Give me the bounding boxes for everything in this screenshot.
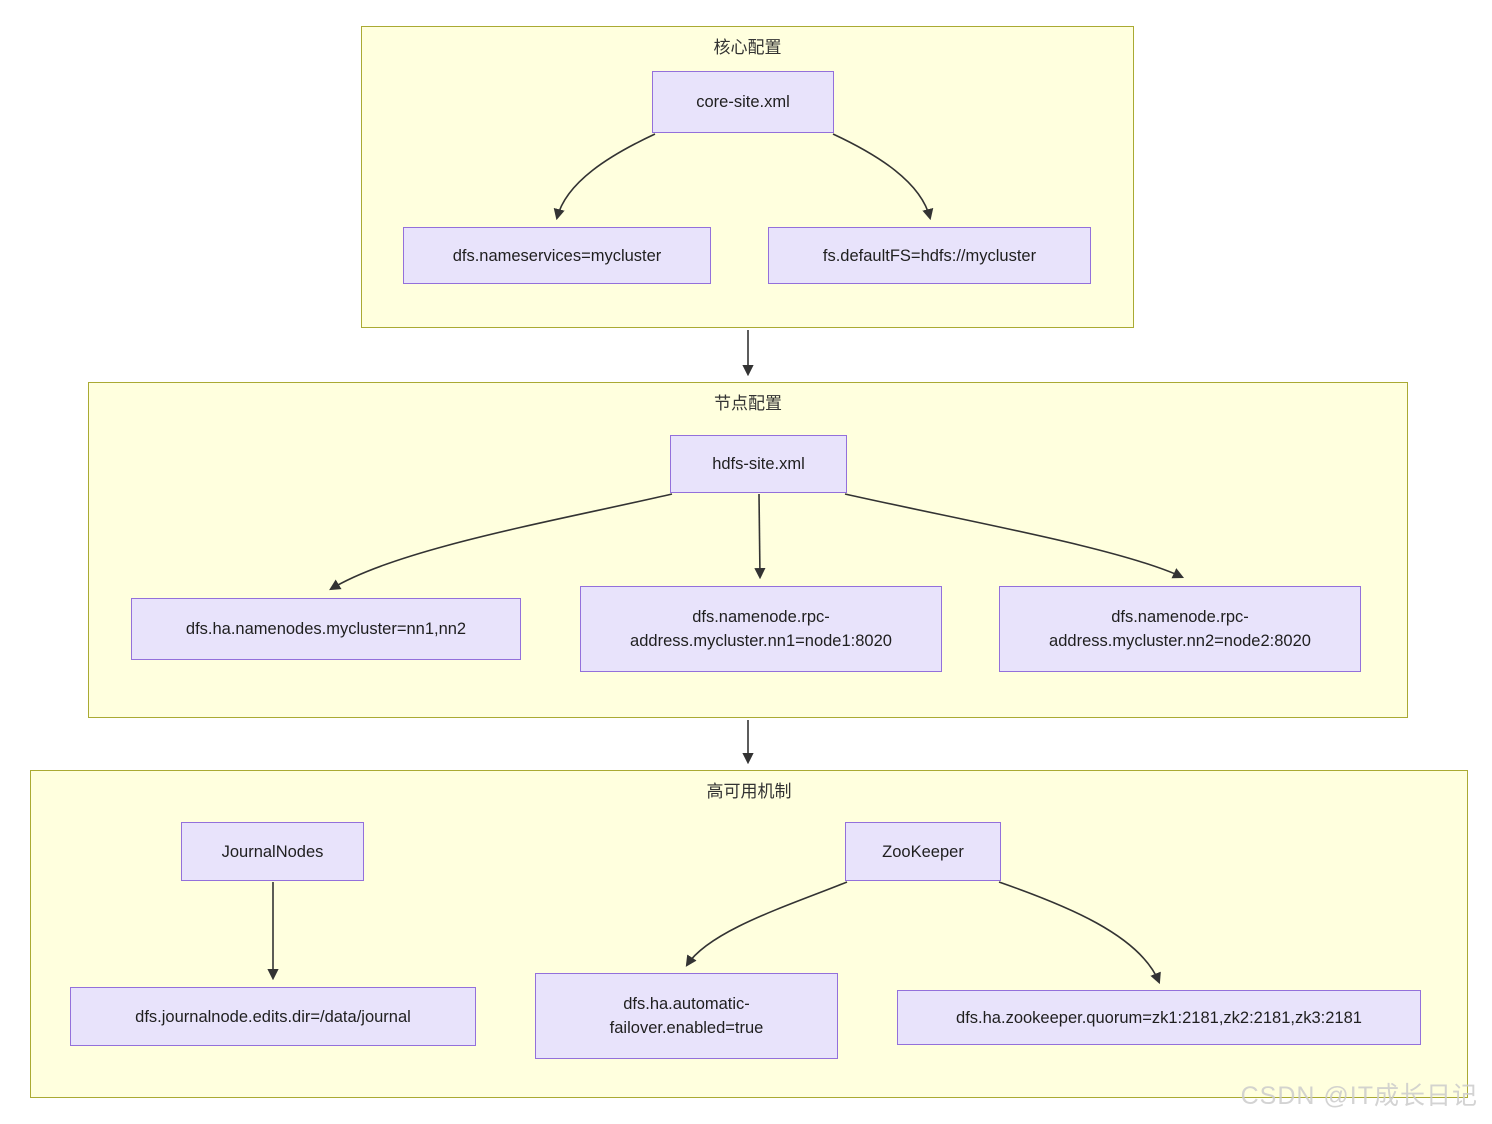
node-label: hdfs-site.xml xyxy=(712,455,805,473)
node-label-line1: dfs.namenode.rpc- xyxy=(692,608,830,626)
node-zookeeper[interactable]: ZooKeeper xyxy=(845,822,1001,881)
node-label-line2: failover.enabled=true xyxy=(609,1019,764,1037)
node-rpc-address-nn2[interactable]: dfs.namenode.rpc- address.mycluster.nn2=… xyxy=(999,586,1361,672)
node-fs-defaultfs[interactable]: fs.defaultFS=hdfs://mycluster xyxy=(768,227,1091,284)
node-label: dfs.journalnode.edits.dir=/data/journal xyxy=(135,1007,411,1026)
node-dfs-ha-namenodes[interactable]: dfs.ha.namenodes.mycluster=nn1,nn2 xyxy=(131,598,521,660)
watermark: CSDN @IT成长日记 xyxy=(1240,1082,1478,1110)
cluster-title-core-config: 核心配置 xyxy=(713,38,782,57)
node-automatic-failover[interactable]: dfs.ha.automatic- failover.enabled=true xyxy=(535,973,838,1059)
node-hdfs-site-xml[interactable]: hdfs-site.xml xyxy=(670,435,847,493)
node-dfs-nameservices[interactable]: dfs.nameservices=mycluster xyxy=(403,227,711,284)
node-journalnodes[interactable]: JournalNodes xyxy=(181,822,364,881)
node-label-line2: address.mycluster.nn2=node2:8020 xyxy=(1049,632,1311,650)
node-zookeeper-quorum[interactable]: dfs.ha.zookeeper.quorum=zk1:2181,zk2:218… xyxy=(897,990,1421,1045)
node-label: dfs.ha.zookeeper.quorum=zk1:2181,zk2:218… xyxy=(956,1008,1362,1027)
node-label-line1: dfs.namenode.rpc- xyxy=(1111,608,1249,626)
node-label-line2: address.mycluster.nn1=node1:8020 xyxy=(630,632,892,650)
node-label: dfs.nameservices=mycluster xyxy=(452,246,662,265)
node-label: ZooKeeper xyxy=(882,842,964,861)
node-core-site-xml[interactable]: core-site.xml xyxy=(652,71,834,133)
cluster-title-ha-mechanism: 高可用机制 xyxy=(706,782,792,801)
node-label-line1: dfs.ha.automatic- xyxy=(623,995,750,1013)
node-journalnode-edits-dir[interactable]: dfs.journalnode.edits.dir=/data/journal xyxy=(70,987,476,1046)
cluster-title-node-config: 节点配置 xyxy=(714,394,782,413)
node-rpc-address-nn1[interactable]: dfs.namenode.rpc- address.mycluster.nn1=… xyxy=(580,586,942,672)
node-label: JournalNodes xyxy=(221,842,324,861)
node-label: dfs.ha.namenodes.mycluster=nn1,nn2 xyxy=(185,620,467,638)
node-label: fs.defaultFS=hdfs://mycluster xyxy=(822,246,1037,265)
node-label: core-site.xml xyxy=(696,93,790,111)
